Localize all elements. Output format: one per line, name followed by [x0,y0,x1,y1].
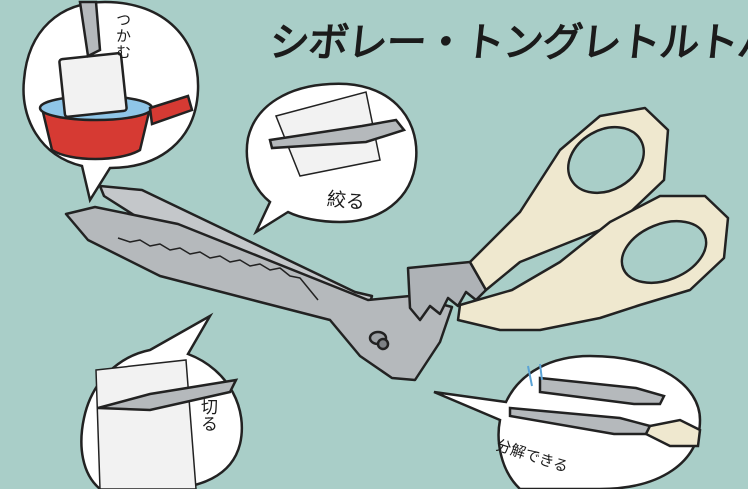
cut-label: 切る [197,398,217,432]
grab-callout [22,0,200,204]
squeeze-label: 絞る [325,188,366,214]
retort-pouch [58,51,128,119]
lower-handle-loop [620,219,708,285]
pivot-rivet [376,337,390,351]
serration-line [117,237,319,301]
cut-blade [97,378,239,412]
disassemble-callout [433,354,702,489]
grab-label: つかむ [114,12,132,60]
pot-handle [148,94,194,126]
squeeze-tong [268,118,407,150]
lower-tong-blade [64,205,454,382]
cut-callout [80,312,244,489]
pot-body [40,106,152,161]
squeeze-callout [245,82,418,236]
parts-upper [538,376,666,406]
kitchen-scissors [64,106,730,382]
parts-handle [644,418,702,448]
product-title: シボレー・トングレトルトバサミ [267,20,748,66]
water-drops [527,363,543,387]
upper-handle-loop [567,125,645,195]
cut-pouch [95,359,197,489]
tong-tip [78,0,102,58]
